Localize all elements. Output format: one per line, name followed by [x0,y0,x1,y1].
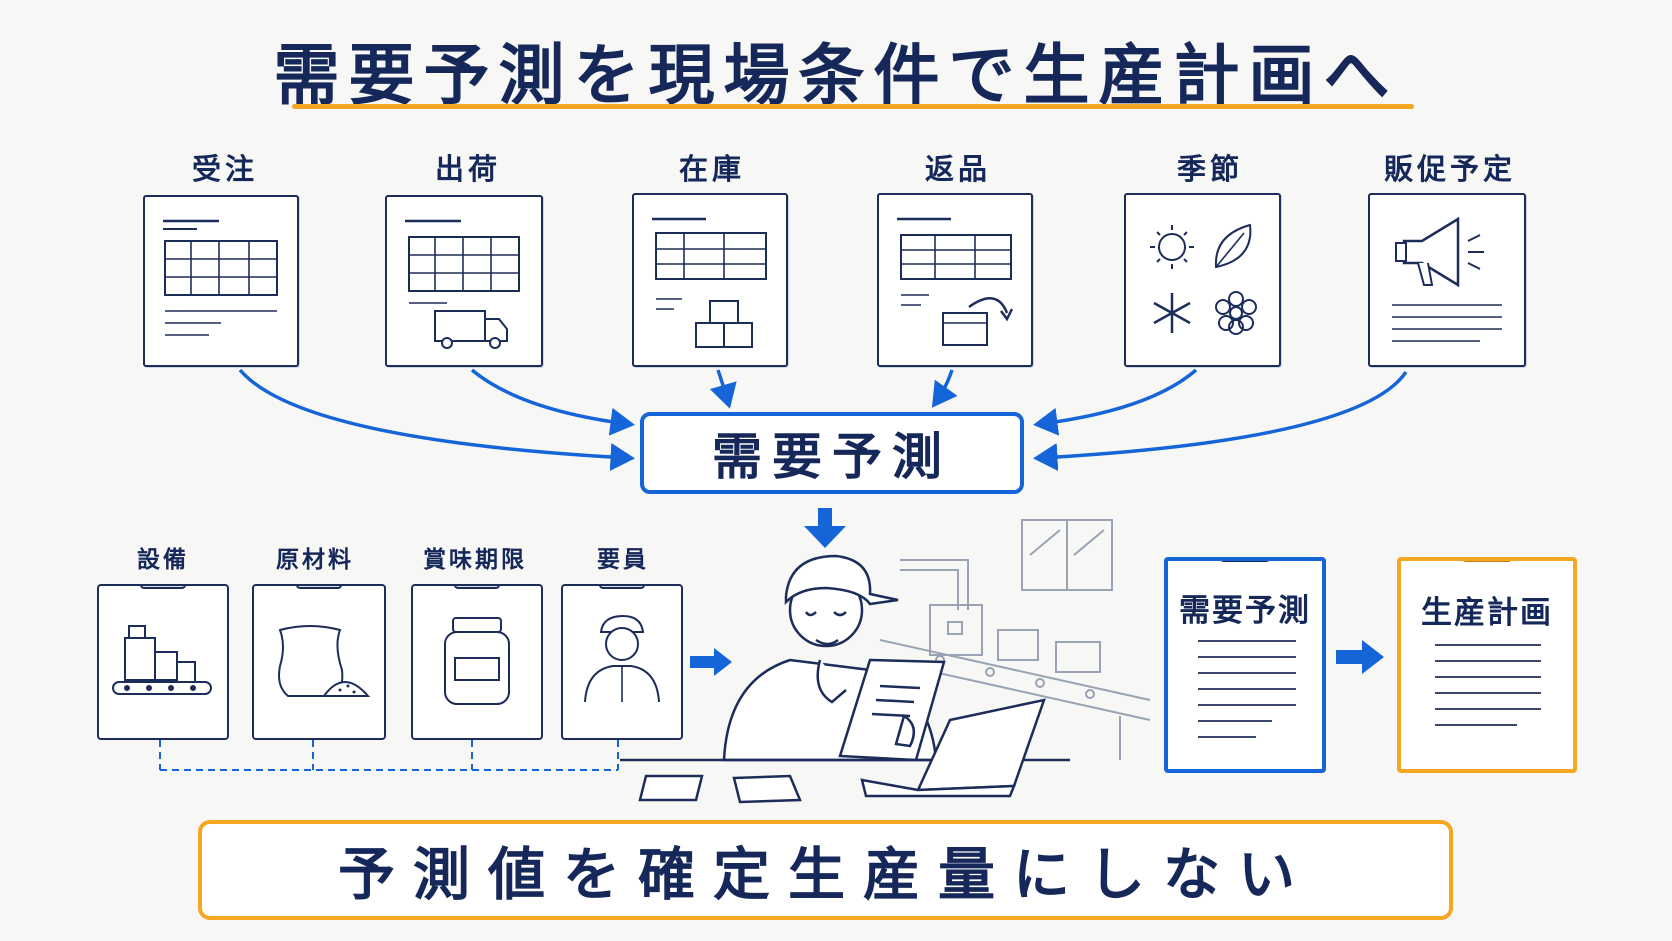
return-box-icon [897,217,1014,346]
truck-icon [405,219,520,349]
source-label-returns: 返品 [924,152,991,186]
promotion-document [1368,193,1526,367]
inventory-document [632,193,788,367]
machine-icon [112,573,212,695]
demand-forecast-label: 需要予測 [712,428,952,486]
shipments-document [385,195,543,367]
condition-label-expiry: 賞味期限 [423,547,527,573]
arrow-orders [238,368,635,472]
bottom-message-box: 予測値を確定生産量にしない [198,820,1453,920]
forecast-board: 需要予測 [1164,557,1326,773]
page-title: 需要予測を現場条件で生産計画へ [273,37,1399,114]
worker-icon [584,573,660,703]
season-document [1124,193,1281,367]
arrow-shipments [470,368,635,436]
forecast-board-title: 需要予測 [1179,593,1311,629]
arrow-season [1033,368,1198,436]
source-label-promotion: 販促予定 [1383,152,1516,186]
condition-label-materials: 原材料 [276,547,354,573]
board-arrow-shaft [1336,650,1364,664]
right-arrow-shaft [690,656,716,668]
down-arrow-head [804,526,846,548]
returns-document [877,193,1033,367]
equipment-clipboard [97,573,229,740]
factory-illustration [879,519,1151,760]
board-arrow-head [1362,640,1384,674]
snowflake-icon [1153,293,1191,333]
arrow-returns [931,369,958,408]
demand-forecast-box: 需要予測 [640,412,1024,494]
jar-icon [444,573,510,705]
condition-label-equipment: 設備 [137,547,189,573]
title-underline [292,104,1414,109]
arrow-promotion [1033,371,1408,471]
source-label-orders: 受注 [191,152,258,186]
boxes-icon [652,217,767,348]
board-clip-icon [1198,561,1296,738]
expiry-clipboard [411,573,543,740]
flower-icon [1215,291,1257,335]
season-icons [1150,223,1257,335]
orders-document [143,195,299,367]
conditions-connector [159,740,619,771]
megaphone-icon [1392,216,1502,342]
planner-illustration [620,554,1070,804]
source-label-season: 季節 [1176,152,1243,186]
bottom-message: 予測値を確定生産量にしない [338,842,1313,908]
down-arrow-shaft [818,508,832,528]
source-label-shipments: 出荷 [434,152,501,186]
board-clip-icon [1435,561,1541,726]
source-label-inventory: 在庫 [678,152,745,186]
condition-label-staff: 要員 [597,547,649,573]
plan-board-title: 生産計画 [1421,595,1553,631]
table-icon [163,219,278,336]
plan-board: 生産計画 [1397,557,1577,773]
materials-clipboard [252,573,386,740]
staff-clipboard [561,573,683,740]
right-arrow-head [714,648,732,676]
flour-sack-icon [278,573,371,697]
arrow-inventory [709,369,737,409]
